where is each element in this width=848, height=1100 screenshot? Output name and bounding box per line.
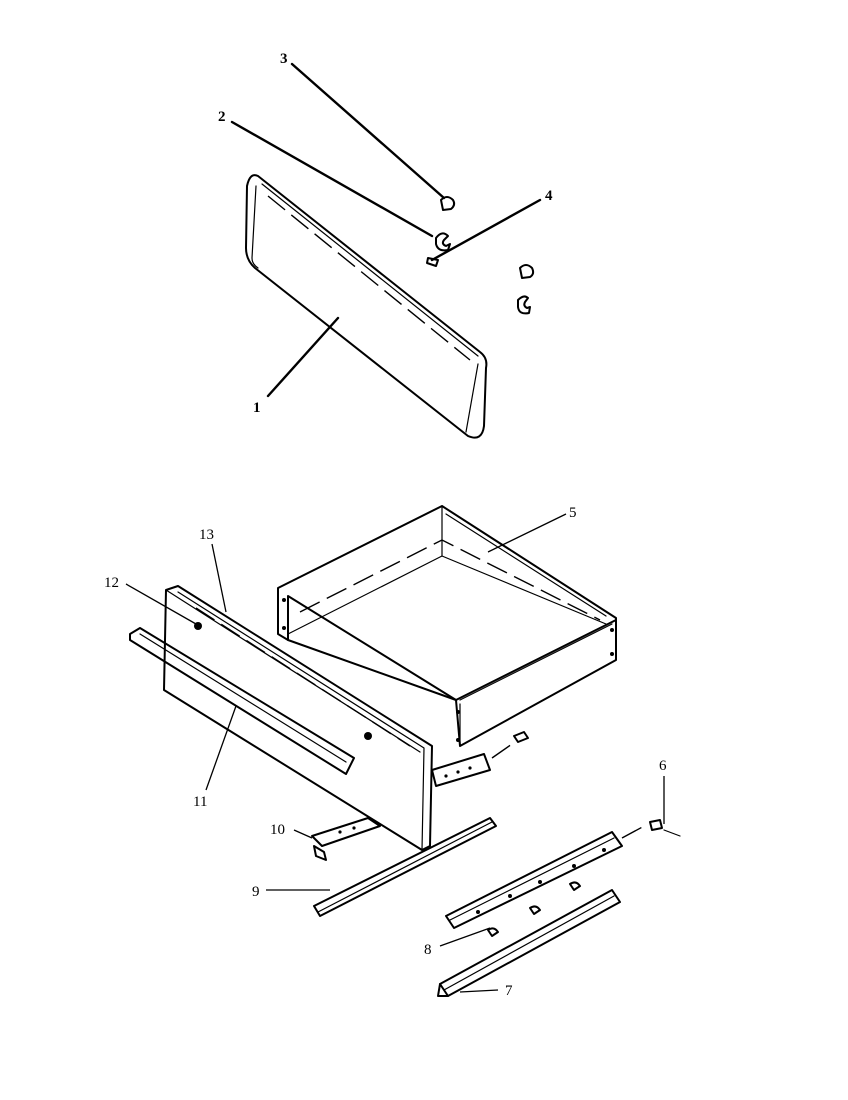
leader-line-10 — [293, 829, 313, 839]
clip-part-2 — [435, 232, 451, 252]
handle-trim-part-11 — [129, 627, 355, 775]
drawer-box-rivet — [456, 738, 460, 742]
drawer-box-rivet — [282, 626, 286, 630]
slide-hole — [338, 830, 342, 834]
leader-line-5 — [487, 513, 567, 553]
drawer-box-rivet — [610, 652, 614, 656]
callout-2: 2 — [218, 109, 226, 125]
rear-slide-bracket — [431, 731, 529, 787]
callout-5: 5 — [569, 505, 577, 521]
panel-part-1 — [245, 174, 488, 439]
drawer-box-rivet — [610, 628, 614, 632]
callout-12: 12 — [104, 575, 119, 591]
callout-3: 3 — [280, 51, 288, 67]
slide-assembly-hole — [476, 910, 480, 914]
slide-assembly-hole — [538, 880, 542, 884]
callout-8: 8 — [424, 942, 432, 958]
callout-6: 6 — [659, 758, 667, 774]
clip-spare-b — [517, 295, 531, 315]
callout-10: 10 — [270, 822, 285, 838]
callout-9: 9 — [252, 884, 260, 900]
leader-line-2 — [230, 120, 434, 238]
slide-hole — [352, 826, 356, 830]
drawer-box-rivet — [282, 598, 286, 602]
rail-part-9 — [313, 817, 497, 917]
leader-line-1 — [266, 316, 340, 398]
drawer-front-hole — [364, 732, 372, 740]
leader-line-11 — [205, 705, 237, 791]
rear-slide-hole — [468, 766, 472, 770]
rear-slide-hole — [444, 774, 448, 778]
drawer-box-part-5 — [277, 505, 617, 747]
clip-part-3 — [440, 196, 456, 211]
leader-line-8 — [439, 927, 491, 947]
slide-assembly-hole — [572, 864, 576, 868]
rear-slide-hole — [456, 770, 460, 774]
clip-spare-a — [519, 264, 535, 279]
leader-line-3 — [290, 62, 446, 200]
callout-1: 1 — [253, 400, 261, 416]
leader-line-12 — [125, 583, 197, 625]
drawer-box-rivet — [456, 710, 460, 714]
leader-line-4 — [430, 198, 542, 262]
slide-part-10 — [311, 817, 381, 861]
callout-7: 7 — [505, 983, 513, 999]
drawer-front-part-13 — [163, 585, 433, 851]
slide-assembly-hole — [602, 848, 606, 852]
leader-line-13 — [211, 543, 227, 613]
slide-assembly-hole — [508, 894, 512, 898]
right-slide-assembly — [445, 823, 649, 937]
callout-4: 4 — [545, 188, 553, 204]
leader-line-7 — [459, 989, 499, 993]
callout-13: 13 — [199, 527, 214, 543]
callout-11: 11 — [193, 794, 207, 810]
screw-part-6 — [649, 819, 681, 837]
lower-rail-part-7 — [437, 889, 621, 997]
